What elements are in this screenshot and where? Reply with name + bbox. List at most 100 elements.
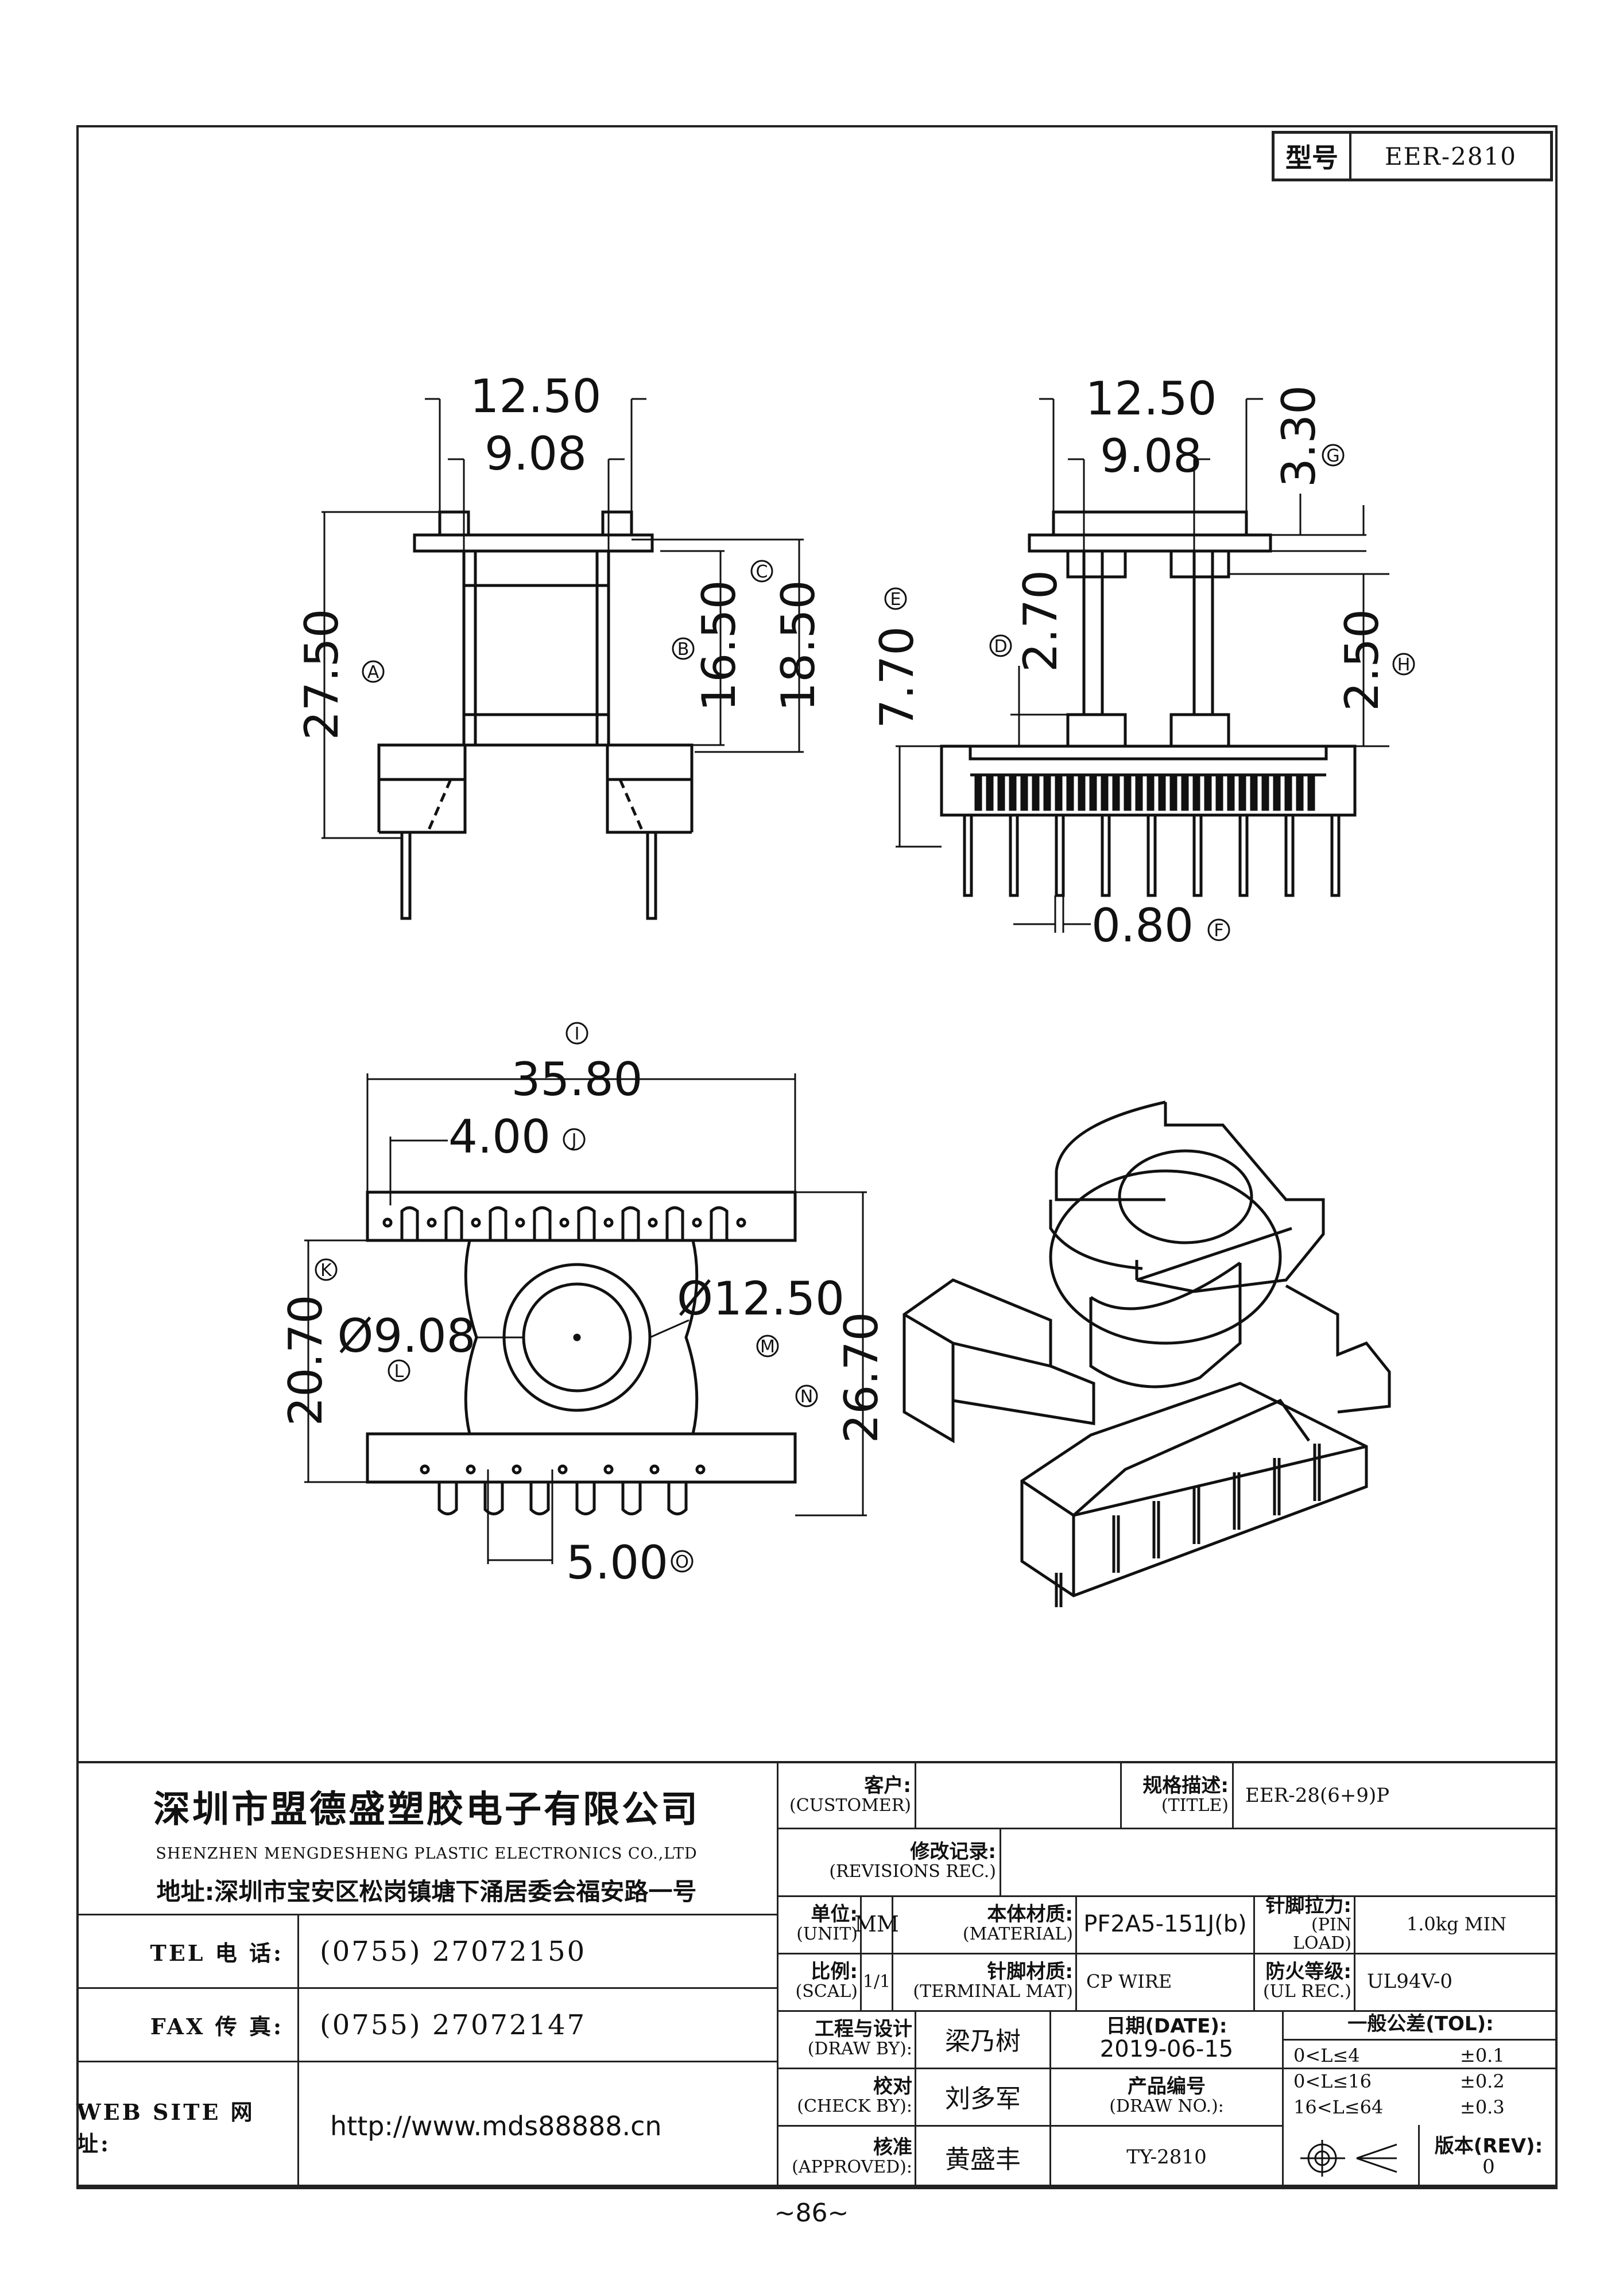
scale-value: 1/1 — [862, 1971, 891, 1992]
web-value[interactable]: http://www.mds88888.cn — [330, 2110, 662, 2142]
ul-value: UL94V-0 — [1367, 1970, 1453, 1993]
pin-load-value: 1.0kg MIN — [1406, 1913, 1507, 1935]
pin-hole — [515, 1217, 525, 1228]
draw-by-label: 工程与设计(DRAW BY): — [807, 2018, 912, 2060]
pin-hole — [559, 1217, 570, 1228]
side-slot — [1227, 773, 1235, 811]
bottom-slot — [529, 1482, 550, 1515]
side-pin — [1009, 813, 1019, 897]
drawing-frame — [76, 125, 1558, 2187]
top-dim-4-00: 4.00 — [448, 1110, 551, 1163]
model-label: 型号 — [1275, 134, 1351, 179]
customer-label: 客户:(CUSTOMER) — [789, 1774, 911, 1816]
bottom-slot — [483, 1482, 504, 1515]
side-slot — [1204, 773, 1212, 811]
side-slot — [1158, 773, 1166, 811]
side-slot — [997, 773, 1005, 811]
pin-hole — [427, 1217, 437, 1228]
side-slot — [1238, 773, 1246, 811]
marker-n: N — [800, 1387, 813, 1407]
pin-hole — [420, 1464, 430, 1475]
top-slot — [533, 1206, 552, 1240]
fax-value: (0755) 27072147 — [320, 2008, 587, 2041]
top-dim-5-00: 5.00 — [566, 1536, 668, 1589]
front-dim-9-08: 9.08 — [485, 427, 587, 480]
title-label: 规格描述:(TITLE) — [1142, 1774, 1229, 1816]
tol-range-1: 0<L≤4 — [1293, 2045, 1360, 2066]
side-slot — [1066, 773, 1074, 811]
pin-hole — [512, 1464, 522, 1475]
title-block: 深圳市盟德盛塑胶电子有限公司 SHENZHEN MENGDESHENG PLAS… — [76, 1761, 1558, 2189]
top-slot — [710, 1206, 729, 1240]
pin-hole — [649, 1464, 660, 1475]
top-dim-20-70: 20.70 — [279, 1294, 332, 1426]
material-label: 本体材质:(MATERIAL) — [962, 1903, 1073, 1945]
side-pin — [1192, 813, 1203, 897]
revisions-label: 修改记录:(REVISIONS REC.) — [829, 1840, 996, 1882]
pin-hole — [692, 1217, 702, 1228]
side-slot — [1135, 773, 1143, 811]
pin-hole — [471, 1217, 481, 1228]
pin-hole — [603, 1464, 614, 1475]
projection-symbol-icon — [1300, 2140, 1397, 2177]
side-pin — [963, 813, 973, 897]
side-slot — [1101, 773, 1109, 811]
side-slot — [1261, 773, 1269, 811]
side-dim-2-50: 2.50 — [1335, 609, 1389, 711]
side-pin — [1101, 813, 1111, 897]
pin-hole — [557, 1464, 568, 1475]
side-slot — [1089, 773, 1097, 811]
top-slot — [577, 1206, 596, 1240]
bottom-slot — [575, 1482, 596, 1515]
marker-m: M — [760, 1337, 775, 1357]
rev-block: 版本(REV):0 — [1434, 2135, 1543, 2178]
tol-range-2: 0<L≤16 — [1293, 2070, 1372, 2092]
side-slot — [1032, 773, 1040, 811]
front-dim-12-50: 12.50 — [470, 370, 601, 423]
marker-d: D — [994, 637, 1007, 657]
side-slot — [1078, 773, 1086, 811]
marker-a: A — [367, 662, 379, 682]
side-dim-7-70: 7.70 — [870, 626, 924, 728]
web-label: WEB SITE 网 址: — [76, 2099, 255, 2157]
side-slot — [1055, 773, 1063, 811]
top-view-slots — [382, 1206, 746, 1515]
side-slot — [986, 773, 994, 811]
tel-label: TEL 电 话: — [150, 1940, 284, 1966]
unit-label: 单位:(UNIT) — [796, 1903, 858, 1945]
side-slot — [1273, 773, 1281, 811]
side-slot — [1307, 773, 1315, 811]
marker-o: O — [675, 1552, 689, 1572]
marker-i: I — [575, 1024, 580, 1044]
bottom-slot — [437, 1482, 458, 1515]
approved-value: 黄盛丰 — [945, 2145, 1021, 2174]
fax-label: FAX 传 真: — [150, 2014, 284, 2039]
draw-by-value: 梁乃树 — [945, 2027, 1021, 2056]
isometric-pins — [1055, 1444, 1321, 1607]
side-slot — [1146, 773, 1155, 811]
ul-label: 防火等级:(UL REC.) — [1262, 1960, 1351, 2002]
model-box: 型号 EER-2810 — [1272, 131, 1553, 181]
side-dim-0-80: 0.80 — [1091, 899, 1194, 952]
pin-hole — [382, 1217, 393, 1228]
side-slot — [1192, 773, 1200, 811]
marker-f: F — [1214, 921, 1223, 941]
front-dim-27-50: 27.50 — [295, 608, 348, 740]
side-pin — [1146, 813, 1157, 897]
side-slot — [1250, 773, 1258, 811]
pin-hole — [603, 1217, 614, 1228]
company-name-zh: 深圳市盟德盛塑胶电子有限公司 — [153, 1789, 700, 1831]
isometric-view — [902, 1100, 1391, 1597]
top-slot — [400, 1206, 419, 1240]
side-dim-lines — [896, 398, 1389, 933]
top-dim-lines — [304, 1073, 867, 1564]
marker-e: E — [890, 589, 901, 610]
front-dim-16-50: 16.50 — [692, 580, 746, 711]
top-view — [366, 1190, 797, 1484]
front-dim-18-50: 18.50 — [772, 580, 825, 711]
side-pin — [1238, 813, 1249, 897]
top-dim-dia-12-50: Ø12.50 — [677, 1272, 845, 1325]
company-address: 地址:深圳市宝安区松岗镇塘下涌居委会福安路一号 — [156, 1877, 697, 1906]
bottom-slot — [621, 1482, 642, 1515]
top-slot — [621, 1206, 640, 1240]
